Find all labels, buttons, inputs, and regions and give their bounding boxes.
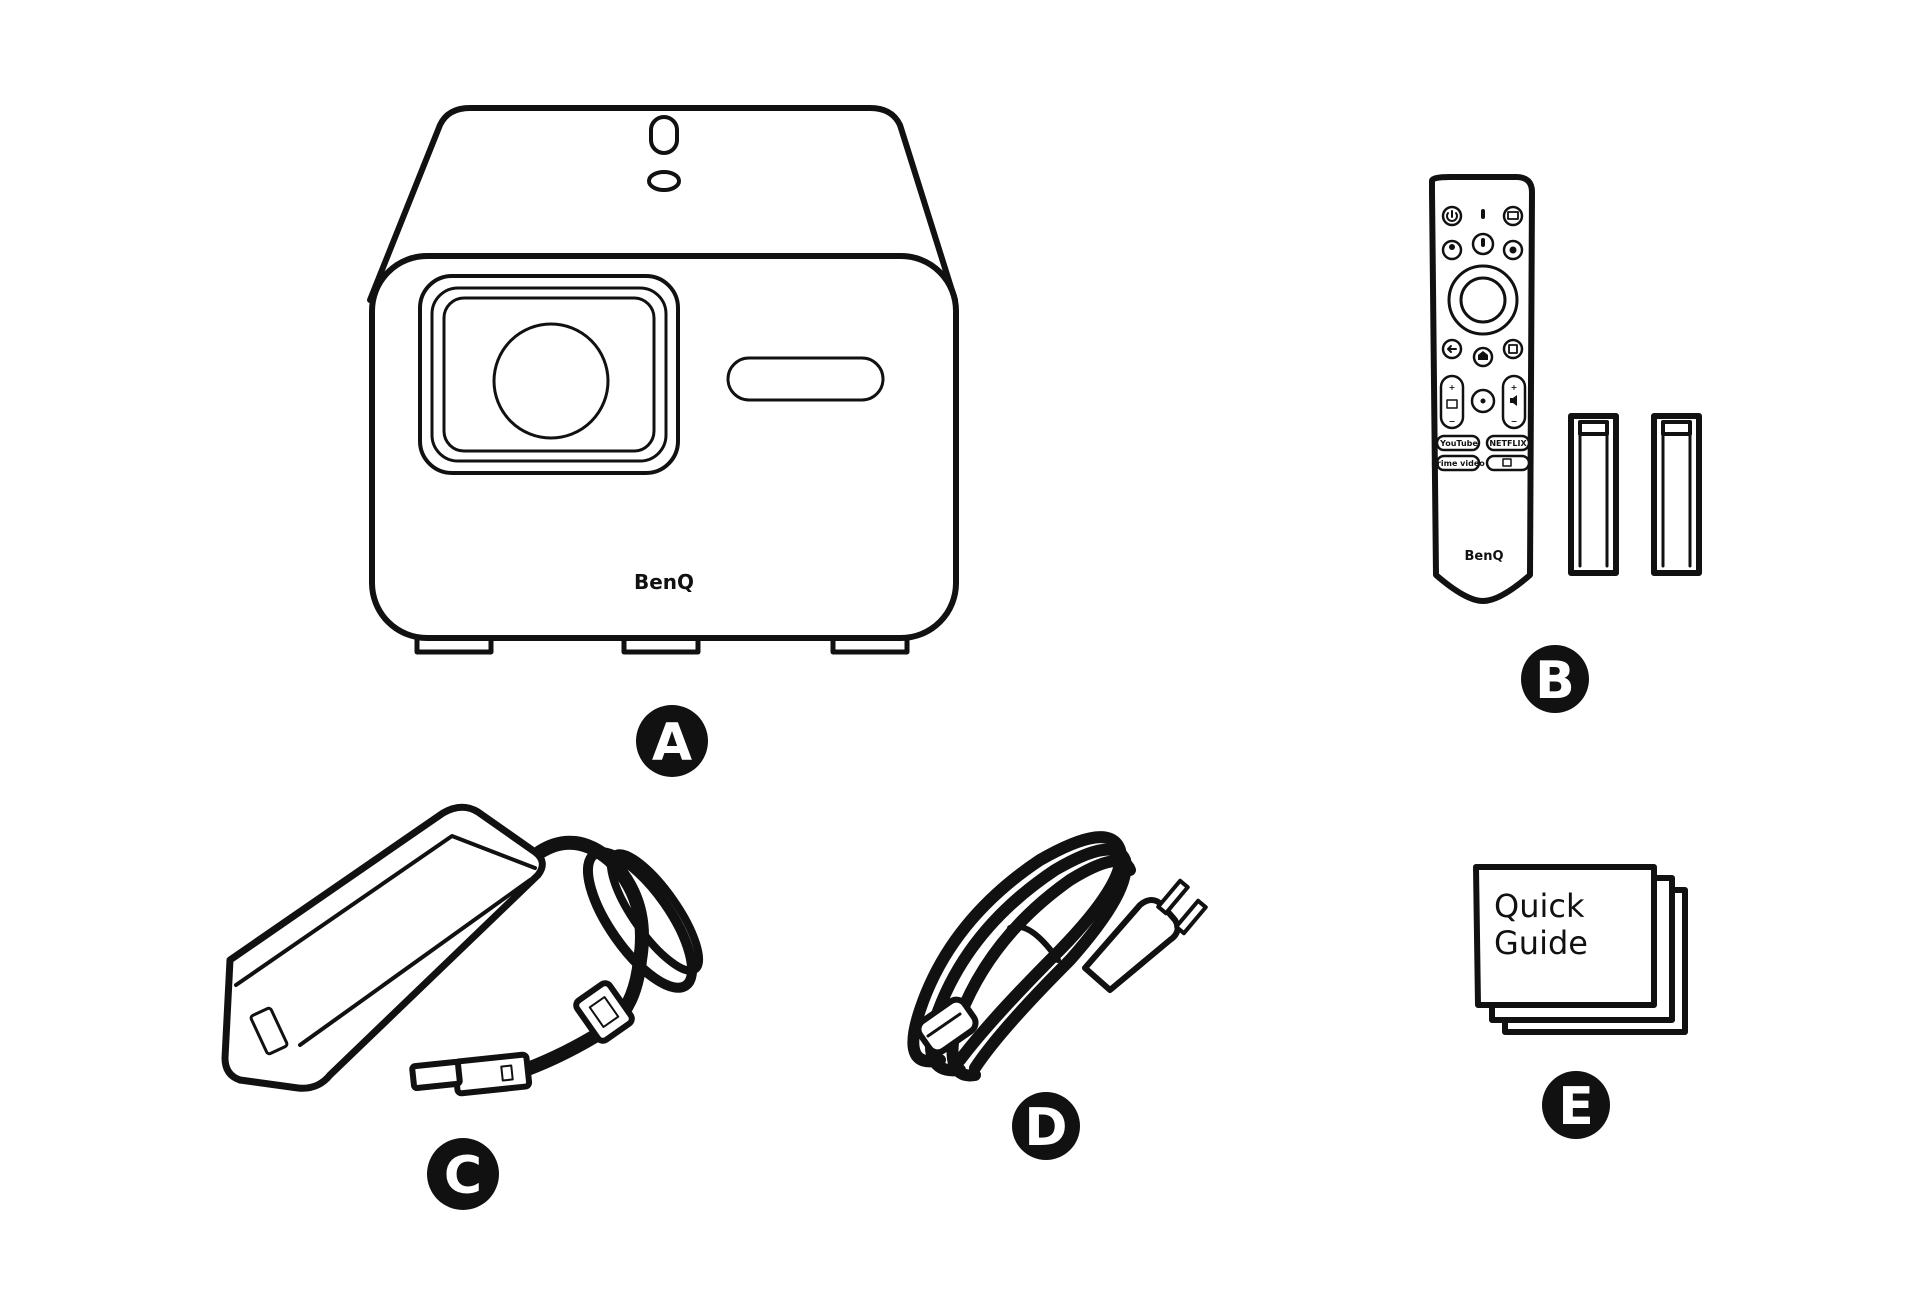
label-b: B: [1535, 651, 1575, 711]
label-a-badge: A: [636, 705, 708, 777]
svg-text:NETFLIX: NETFLIX: [1489, 439, 1527, 448]
power-adapter: [221, 803, 704, 1097]
quick-guide-cover: [1473, 864, 1657, 1008]
svg-text:−: −: [1511, 417, 1518, 426]
battery-right: [1651, 413, 1702, 576]
remote-control: + − + − YouTube NETFLIX prime video BenQ: [1429, 174, 1535, 604]
quick-guide-title-line1: Quick: [1494, 887, 1585, 925]
svg-text:prime video: prime video: [1431, 459, 1485, 468]
label-a: A: [652, 713, 692, 773]
guide-icon: [1502, 338, 1524, 360]
prime-video-button: [1435, 454, 1481, 472]
input-icon: [1502, 205, 1524, 227]
svg-text:YouTube: YouTube: [1439, 439, 1478, 448]
projector-top: [367, 105, 958, 303]
svg-text:−: −: [1449, 417, 1456, 426]
ok-button: [1459, 276, 1507, 324]
app-shortcut-button: [1485, 454, 1531, 472]
youtube-button: [1435, 434, 1481, 452]
netflix-button: [1485, 434, 1531, 452]
svg-text:+: +: [1511, 383, 1518, 392]
projector-button: [647, 170, 681, 192]
label-d-badge: D: [1012, 1092, 1080, 1160]
quick-guide-title-line2: Guide: [1494, 924, 1588, 962]
power-cord: [907, 831, 1208, 1082]
svg-text:+: +: [1449, 383, 1456, 392]
remote-brand-logo: BenQ: [1464, 549, 1503, 564]
label-c-badge: C: [427, 1138, 499, 1210]
label-c: C: [444, 1146, 482, 1206]
label-e: E: [1558, 1077, 1594, 1137]
quick-guide: Quick Guide: [1473, 864, 1688, 1035]
label-b-badge: B: [1521, 645, 1589, 713]
battery-left: [1568, 413, 1619, 576]
label-d: D: [1024, 1098, 1067, 1158]
projector-brand-logo: BenQ: [634, 570, 694, 594]
projector-sensor: [649, 115, 679, 155]
projector-lens: [492, 322, 610, 440]
remote-led: [1481, 209, 1485, 219]
label-e-badge: E: [1542, 1071, 1610, 1139]
projector-vent-slot: [726, 356, 885, 402]
adapter-brick: [221, 803, 546, 1092]
projector: BenQ: [367, 105, 959, 655]
brightness-rocker: [1439, 374, 1465, 430]
